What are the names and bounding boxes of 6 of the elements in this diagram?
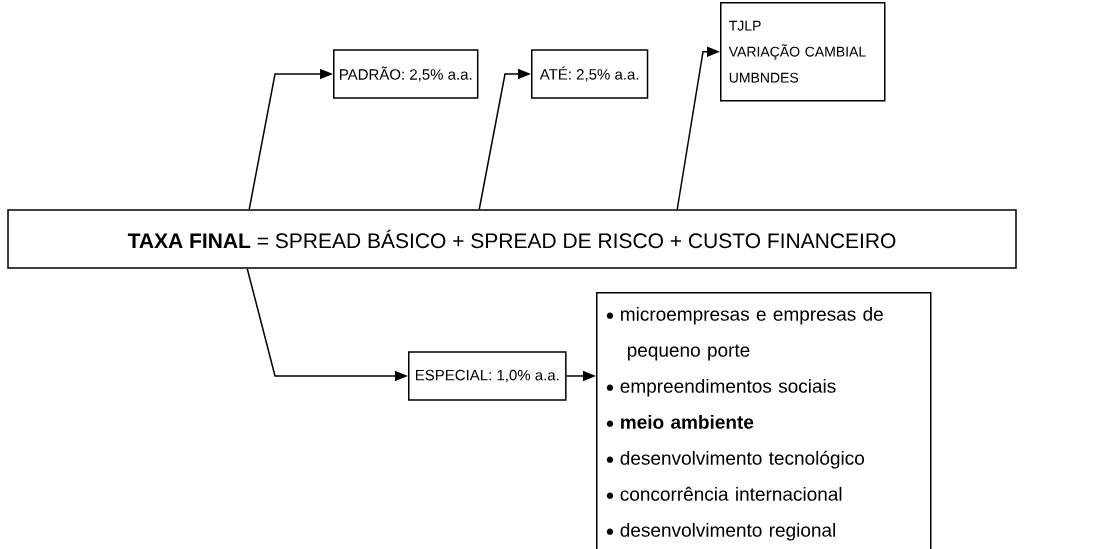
rate-box: ATÉ: 2,5% a.a. [531,49,649,99]
rate-box: ESPECIAL: 1,0% a.a. [408,351,567,401]
formula-box: TAXA FINAL = SPREAD BÁSICO + SPREAD DE RISCO + CUSTO FINANCEIRO [7,209,1017,269]
rate-box: PADRÃO: 2,5% a.a. [333,49,479,99]
list-box: microempresas e empresas de pequeno porte empreendimentos sociais meio ambiente desenvolvimento tecnológico concorrência internacional desenvolvimento regional [596,292,932,549]
cost-box: TJLP VARIAÇÃO CAMBIAL UMBNDES [720,2,886,102]
